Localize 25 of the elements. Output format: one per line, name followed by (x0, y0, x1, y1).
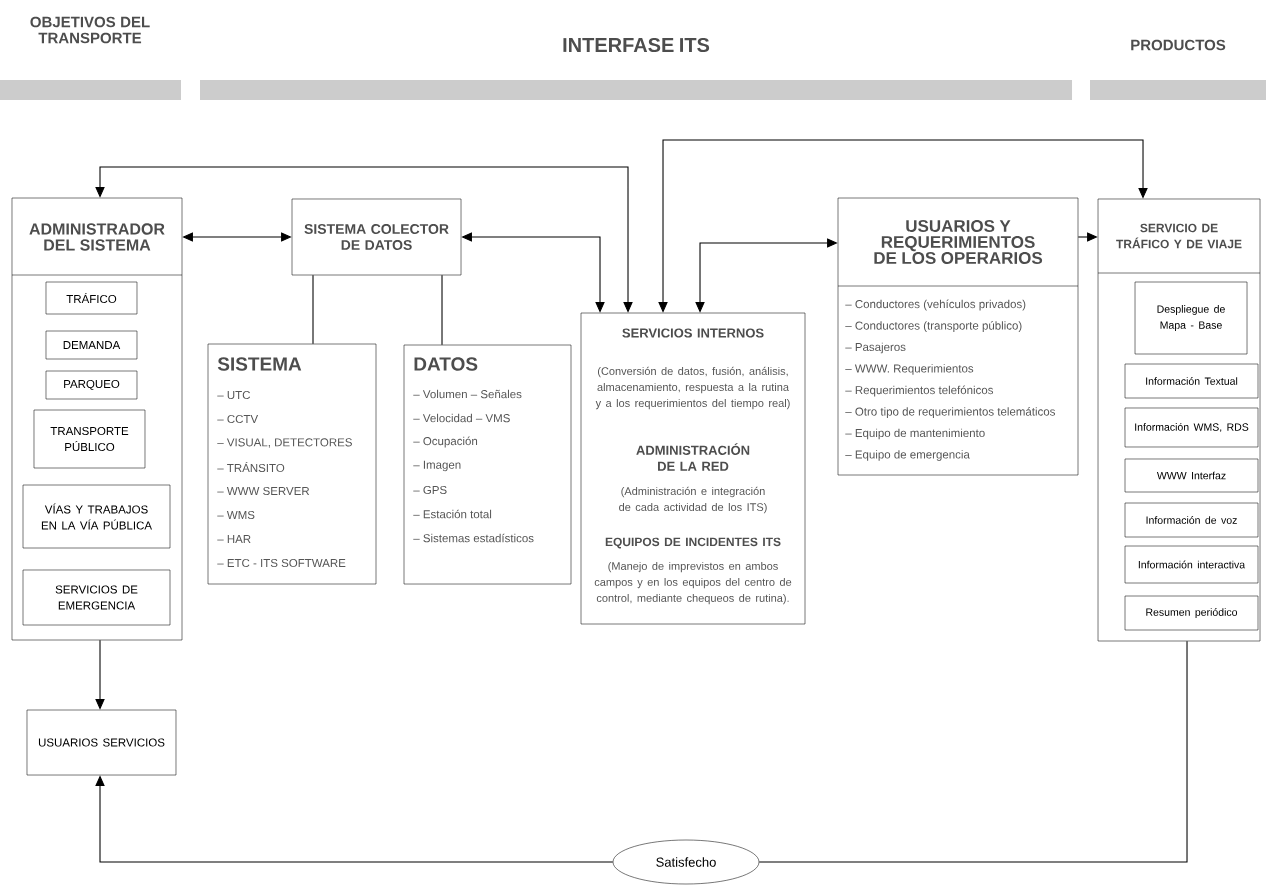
process-box: SERVICIOS INTERNOS (Conversión de datos, fusión, análisis, almacenamiento, respuesta a la rutina y a los requerimientos del tiempo real) ADMINISTRACIÓN DE LA RED (Administración e integración de cada actividad de los ITS) EQUIPOS DE INCIDENTES ITS (Manejo de imprevistos en ambos campos y en los equipos del centro de control, mediante chequeos de rutina). (580, 312, 806, 625)
node-label: INTERFASE ITS (563, 37, 710, 53)
list-box: SISTEMA – UTC – CCTV – VISUAL, DETECTORES – TRÁNSITO – WWW SERVER – WMS – HAR – ETC - ITS SOFTWARE (207, 343, 377, 585)
section-header: OBJETIVOS DEL TRANSPORTE (0, 16, 181, 100)
product-box: Información WMS, RDS (1124, 407, 1259, 448)
category-box: SERVICIOS DE EMERGENCIA (22, 569, 171, 626)
list-box: DATOS – Volumen – Señales – Velocidad – VMS – Ocupación – Imagen – GPS – Estación total – Sistemas estadísticos (403, 344, 572, 585)
section-header: PRODUCTOS (1090, 39, 1266, 100)
product-box: Información de voz (1124, 502, 1259, 538)
node-label: OBJETIVOS DEL TRANSPORTE (30, 16, 150, 44)
process-box: USUARIOS SERVICIOS (26, 709, 177, 776)
product-box: WWW Interfaz (1124, 458, 1259, 493)
category-box: TRANSPORTE PÚBLICO (33, 409, 146, 469)
product-box: Información interactiva (1124, 545, 1259, 584)
process-box: SISTEMA COLECTOR DE DATOS (291, 198, 462, 276)
node-label: PRODUCTOS (1131, 39, 1226, 51)
category-box: TRÁFICO (45, 281, 138, 315)
section-header: INTERFASE ITS (200, 37, 1072, 100)
category-box: PARQUEO (45, 370, 138, 400)
product-box: Despliegue de Mapa - Base (1134, 281, 1248, 355)
list-box: USUARIOS Y REQUERIMIENTOS DE LOS OPERARIOS – Conductores (vehículos privados) – Conductores (transporte público) – Pasajeros – WWW. Requerimientos – Requerimientos telefónicos – Otro tipo de requerimientos telemáticos – Equipo de mantenimiento – Equipo de emergencia (837, 197, 1079, 476)
product-box: Información Textual (1124, 363, 1259, 399)
product-box: Resumen periódico (1124, 595, 1259, 631)
category-box: DEMANDA (45, 330, 138, 360)
category-box: VÍAS Y TRABAJOS EN LA VÍA PÚBLICA (22, 484, 171, 549)
